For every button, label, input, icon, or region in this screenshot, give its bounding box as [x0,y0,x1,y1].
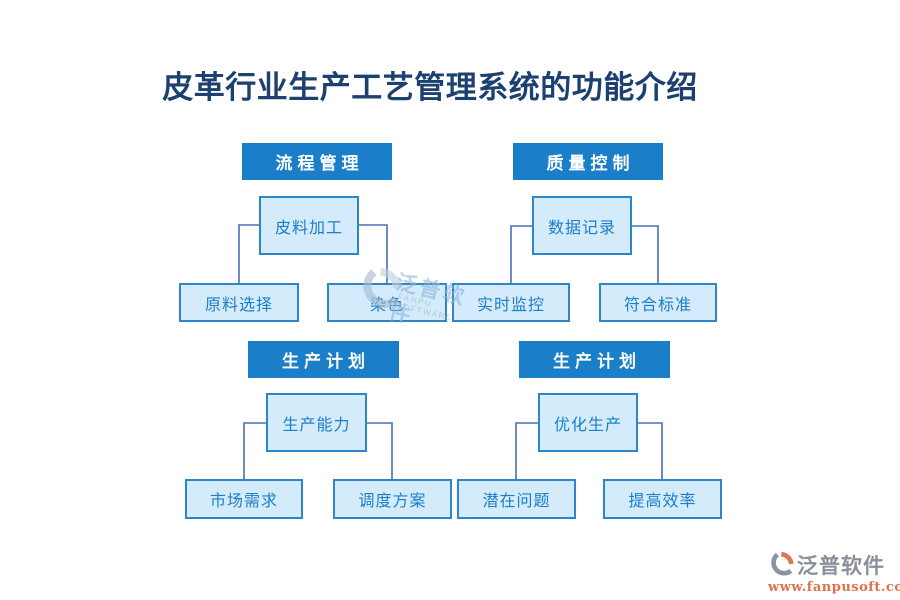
tree-0-leaf-0: 原料选择 [179,283,299,322]
tree-1-header: 质量控制 [513,143,663,180]
tree-2-mid-node: 生产能力 [266,393,367,452]
tree-0-header: 流程管理 [242,143,392,180]
tree-0-leaf-1: 染色 [327,283,447,322]
tree-1-mid-node: 数据记录 [532,196,632,255]
tree-0-mid-node: 皮料加工 [259,196,359,255]
tree-2-header: 生产计划 [248,341,399,378]
tree-1-leaf-1: 符合标准 [599,283,717,322]
tree-3-leaf-1: 提高效率 [603,479,722,519]
fanpu-website-url: www.fanpusoft.com [768,580,900,595]
fanpu-brand-text: 泛普软件 [797,555,885,578]
tree-3-mid-node: 优化生产 [538,393,638,452]
fanpu-footer-logo: 泛普软件 www.fanpusoft.com [768,550,900,595]
tree-1-leaf-0: 实时监控 [452,283,570,322]
tree-2-leaf-0: 市场需求 [185,479,303,519]
tree-3-header: 生产计划 [519,341,670,378]
fanpu-logo-icon [771,552,794,576]
tree-2-leaf-1: 调度方案 [333,479,452,519]
tree-3-leaf-0: 潜在问题 [457,479,576,519]
page-title: 皮革行业生产工艺管理系统的功能介绍 [162,70,698,106]
